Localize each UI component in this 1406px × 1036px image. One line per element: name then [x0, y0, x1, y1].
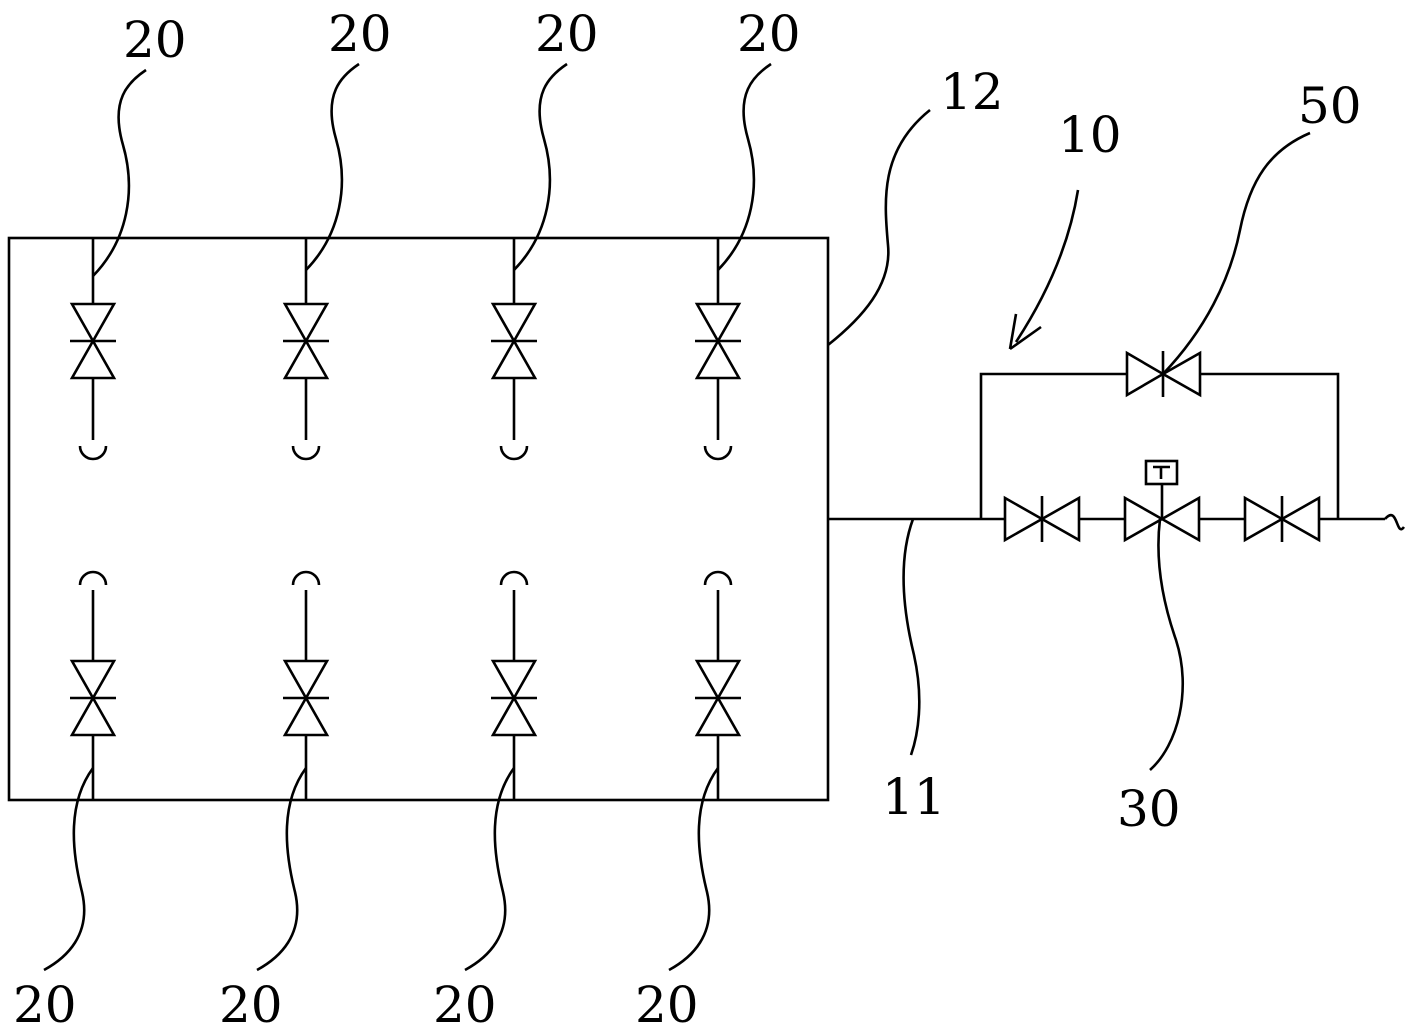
- inlet-valve-2: [1243, 495, 1321, 543]
- gate-valve-icon: [694, 659, 742, 737]
- bottom-branch-4: [694, 570, 742, 800]
- inlet-valve-1: [1003, 495, 1081, 543]
- label-bypass-valve: 50: [1298, 77, 1362, 135]
- top-branch-3: [490, 238, 538, 461]
- label-bottom-valve-4: 20: [635, 976, 699, 1031]
- bypass-line: [979, 372, 1340, 519]
- label-control-valve: 30: [1117, 780, 1181, 838]
- label-bottom-valve-2: 20: [219, 976, 283, 1031]
- nozzle-icon: [78, 445, 108, 461]
- control-valve: [1123, 459, 1201, 543]
- bottom-branch-2: [282, 570, 330, 800]
- label-top-valve-4: 20: [737, 5, 801, 63]
- nozzle-icon: [499, 570, 529, 586]
- label-inlet-pipe: 11: [882, 768, 946, 826]
- label-housing: 12: [940, 63, 1004, 121]
- nozzle-icon: [291, 445, 321, 461]
- top-branch-4: [694, 238, 742, 461]
- nozzle-icon: [78, 570, 108, 586]
- pipe-break-mark: [1384, 513, 1406, 531]
- leader-lines: [43, 62, 1311, 972]
- label-bottom-valve-3: 20: [433, 976, 497, 1031]
- top-branch-2: [282, 238, 330, 461]
- actuator-box-icon: [1144, 459, 1179, 486]
- bottom-branch-3: [490, 570, 538, 800]
- gate-valve-icon: [282, 659, 330, 737]
- nozzle-icon: [703, 570, 733, 586]
- nozzle-icon: [499, 445, 529, 461]
- gate-valve-icon: [490, 659, 538, 737]
- gate-valve-icon: [69, 659, 117, 737]
- nozzle-icon: [703, 445, 733, 461]
- label-bottom-valve-1: 20: [13, 976, 77, 1031]
- gate-valve-icon: [694, 302, 742, 380]
- top-branch-1: [69, 238, 117, 461]
- label-assembly: 10: [1058, 106, 1122, 164]
- nozzle-icon: [291, 570, 321, 586]
- housing-rectangle: [7, 236, 830, 802]
- label-top-valve-2: 20: [328, 5, 392, 63]
- label-top-valve-3: 20: [535, 5, 599, 63]
- gate-valve-icon: [69, 302, 117, 380]
- gate-valve-icon: [490, 302, 538, 380]
- bottom-branch-1: [69, 570, 117, 800]
- gate-valve-icon: [282, 302, 330, 380]
- label-top-valve-1: 20: [123, 11, 187, 69]
